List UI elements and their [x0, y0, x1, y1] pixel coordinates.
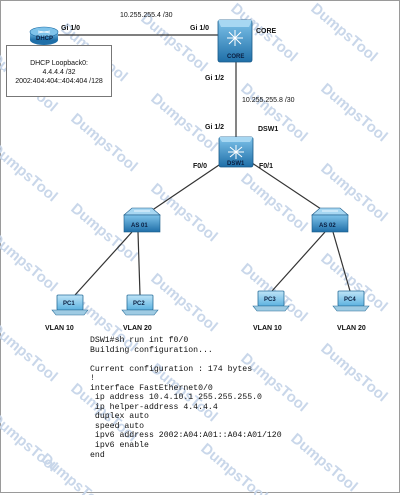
cli-line: ip helper-address 4.4.4.4	[90, 402, 218, 412]
cli-line: !	[90, 374, 95, 384]
dhcp-router-label: DHCP	[36, 36, 53, 42]
pc3-label: PC3	[264, 297, 276, 303]
cli-line: Current configuration : 174 bytes	[90, 364, 253, 374]
link-as01-pc1	[74, 231, 133, 296]
watermark: DumpsTool	[237, 80, 310, 145]
dsw1-switch-icon: DSW1	[218, 136, 254, 168]
cli-line: interface FastEthernet0/0	[90, 383, 213, 393]
link-dsw1-as02	[251, 162, 331, 216]
cli-line: duplex auto	[90, 412, 149, 422]
dhcp-loopback-ipv6: 2002:404:404::404:404 /128	[15, 78, 103, 85]
cli-line: ip address 10.4.10.1 255.255.255.0	[90, 393, 262, 403]
dsw1-up-port-label: Gi 1/2	[205, 124, 224, 131]
cli-line: ipv6 address 2002:A04:A01::A04:A01/120	[90, 431, 282, 441]
link-as01-pc2	[137, 231, 141, 296]
as01-switch-icon: AS 01	[123, 207, 161, 233]
pc3-vlan-label: VLAN 10	[253, 325, 282, 332]
as02-switch-icon: AS 02	[311, 207, 349, 233]
cli-line: end	[90, 450, 105, 460]
core-switch-icon: CORE	[217, 19, 253, 63]
cli-output: DSW1#sh run int f0/0 Building configurat…	[90, 336, 282, 460]
watermark: DumpsTool	[237, 170, 310, 235]
watermark: DumpsTool	[147, 90, 220, 155]
link-as02-pc3	[271, 231, 326, 292]
pc3-icon: PC3	[252, 290, 290, 312]
pc1-vlan-label: VLAN 10	[45, 325, 74, 332]
dhcp-loopback-ipv4: 4.4.4.4 /32	[42, 69, 76, 76]
cli-line: DSW1#sh run int f0/0	[90, 336, 189, 345]
as01-switch-label: AS 01	[131, 223, 148, 229]
watermark: DumpsTool	[0, 140, 61, 205]
core-down-port-label: Gi 1/2	[205, 75, 224, 82]
dsw1-port-left-label: F0/0	[193, 163, 207, 170]
as02-switch-label: AS 02	[319, 223, 336, 229]
dsw1-switch-label: DSW1	[227, 161, 245, 167]
watermark: DumpsTool	[137, 10, 210, 75]
dhcp-port-label: Gi 1/0	[61, 25, 80, 32]
link-as02-pc4	[332, 231, 351, 292]
pc1-label: PC1	[63, 301, 75, 307]
dsw1-name-label: DSW1	[258, 126, 278, 133]
core-dhcp-subnet-label: 10.255.255.4 /30	[120, 12, 173, 19]
link-dsw1-as01	[144, 162, 223, 216]
watermark: DumpsTool	[317, 80, 390, 145]
watermark: DumpsTool	[317, 340, 390, 405]
pc4-icon: PC4	[332, 290, 370, 312]
watermark: DumpsTool	[307, 0, 380, 65]
pc1-icon: PC1	[51, 294, 89, 316]
cli-line: speed auto	[90, 421, 145, 431]
watermark: DumpsTool	[147, 180, 220, 245]
dhcp-loopback-title: DHCP Loopback0:	[30, 60, 88, 67]
pc2-icon: PC2	[121, 294, 159, 316]
dhcp-router-icon: DHCP	[29, 26, 59, 45]
core-dhcp-port-label: Gi 1/0	[190, 25, 209, 32]
watermark: DumpsTool	[0, 230, 61, 295]
watermark: DumpsTool	[147, 270, 220, 335]
pc2-vlan-label: VLAN 20	[123, 325, 152, 332]
watermark: DumpsTool	[287, 430, 360, 495]
pc4-label: PC4	[344, 297, 356, 303]
cli-line: Building configuration...	[90, 345, 213, 355]
links	[57, 34, 351, 296]
core-switch-label: CORE	[227, 54, 244, 60]
dhcp-loopback-box: DHCP Loopback0: 4.4.4.4 /32 2002:404:404…	[6, 45, 112, 97]
core-dsw1-subnet-label: 10.255.255.8 /30	[242, 97, 295, 104]
watermark: DumpsTool	[67, 110, 140, 175]
core-name-label: CORE	[256, 28, 277, 35]
pc4-vlan-label: VLAN 20	[337, 325, 366, 332]
pc2-label: PC2	[133, 301, 145, 307]
cli-line: ipv6 enable	[90, 441, 149, 451]
dsw1-port-right-label: F0/1	[259, 163, 273, 170]
